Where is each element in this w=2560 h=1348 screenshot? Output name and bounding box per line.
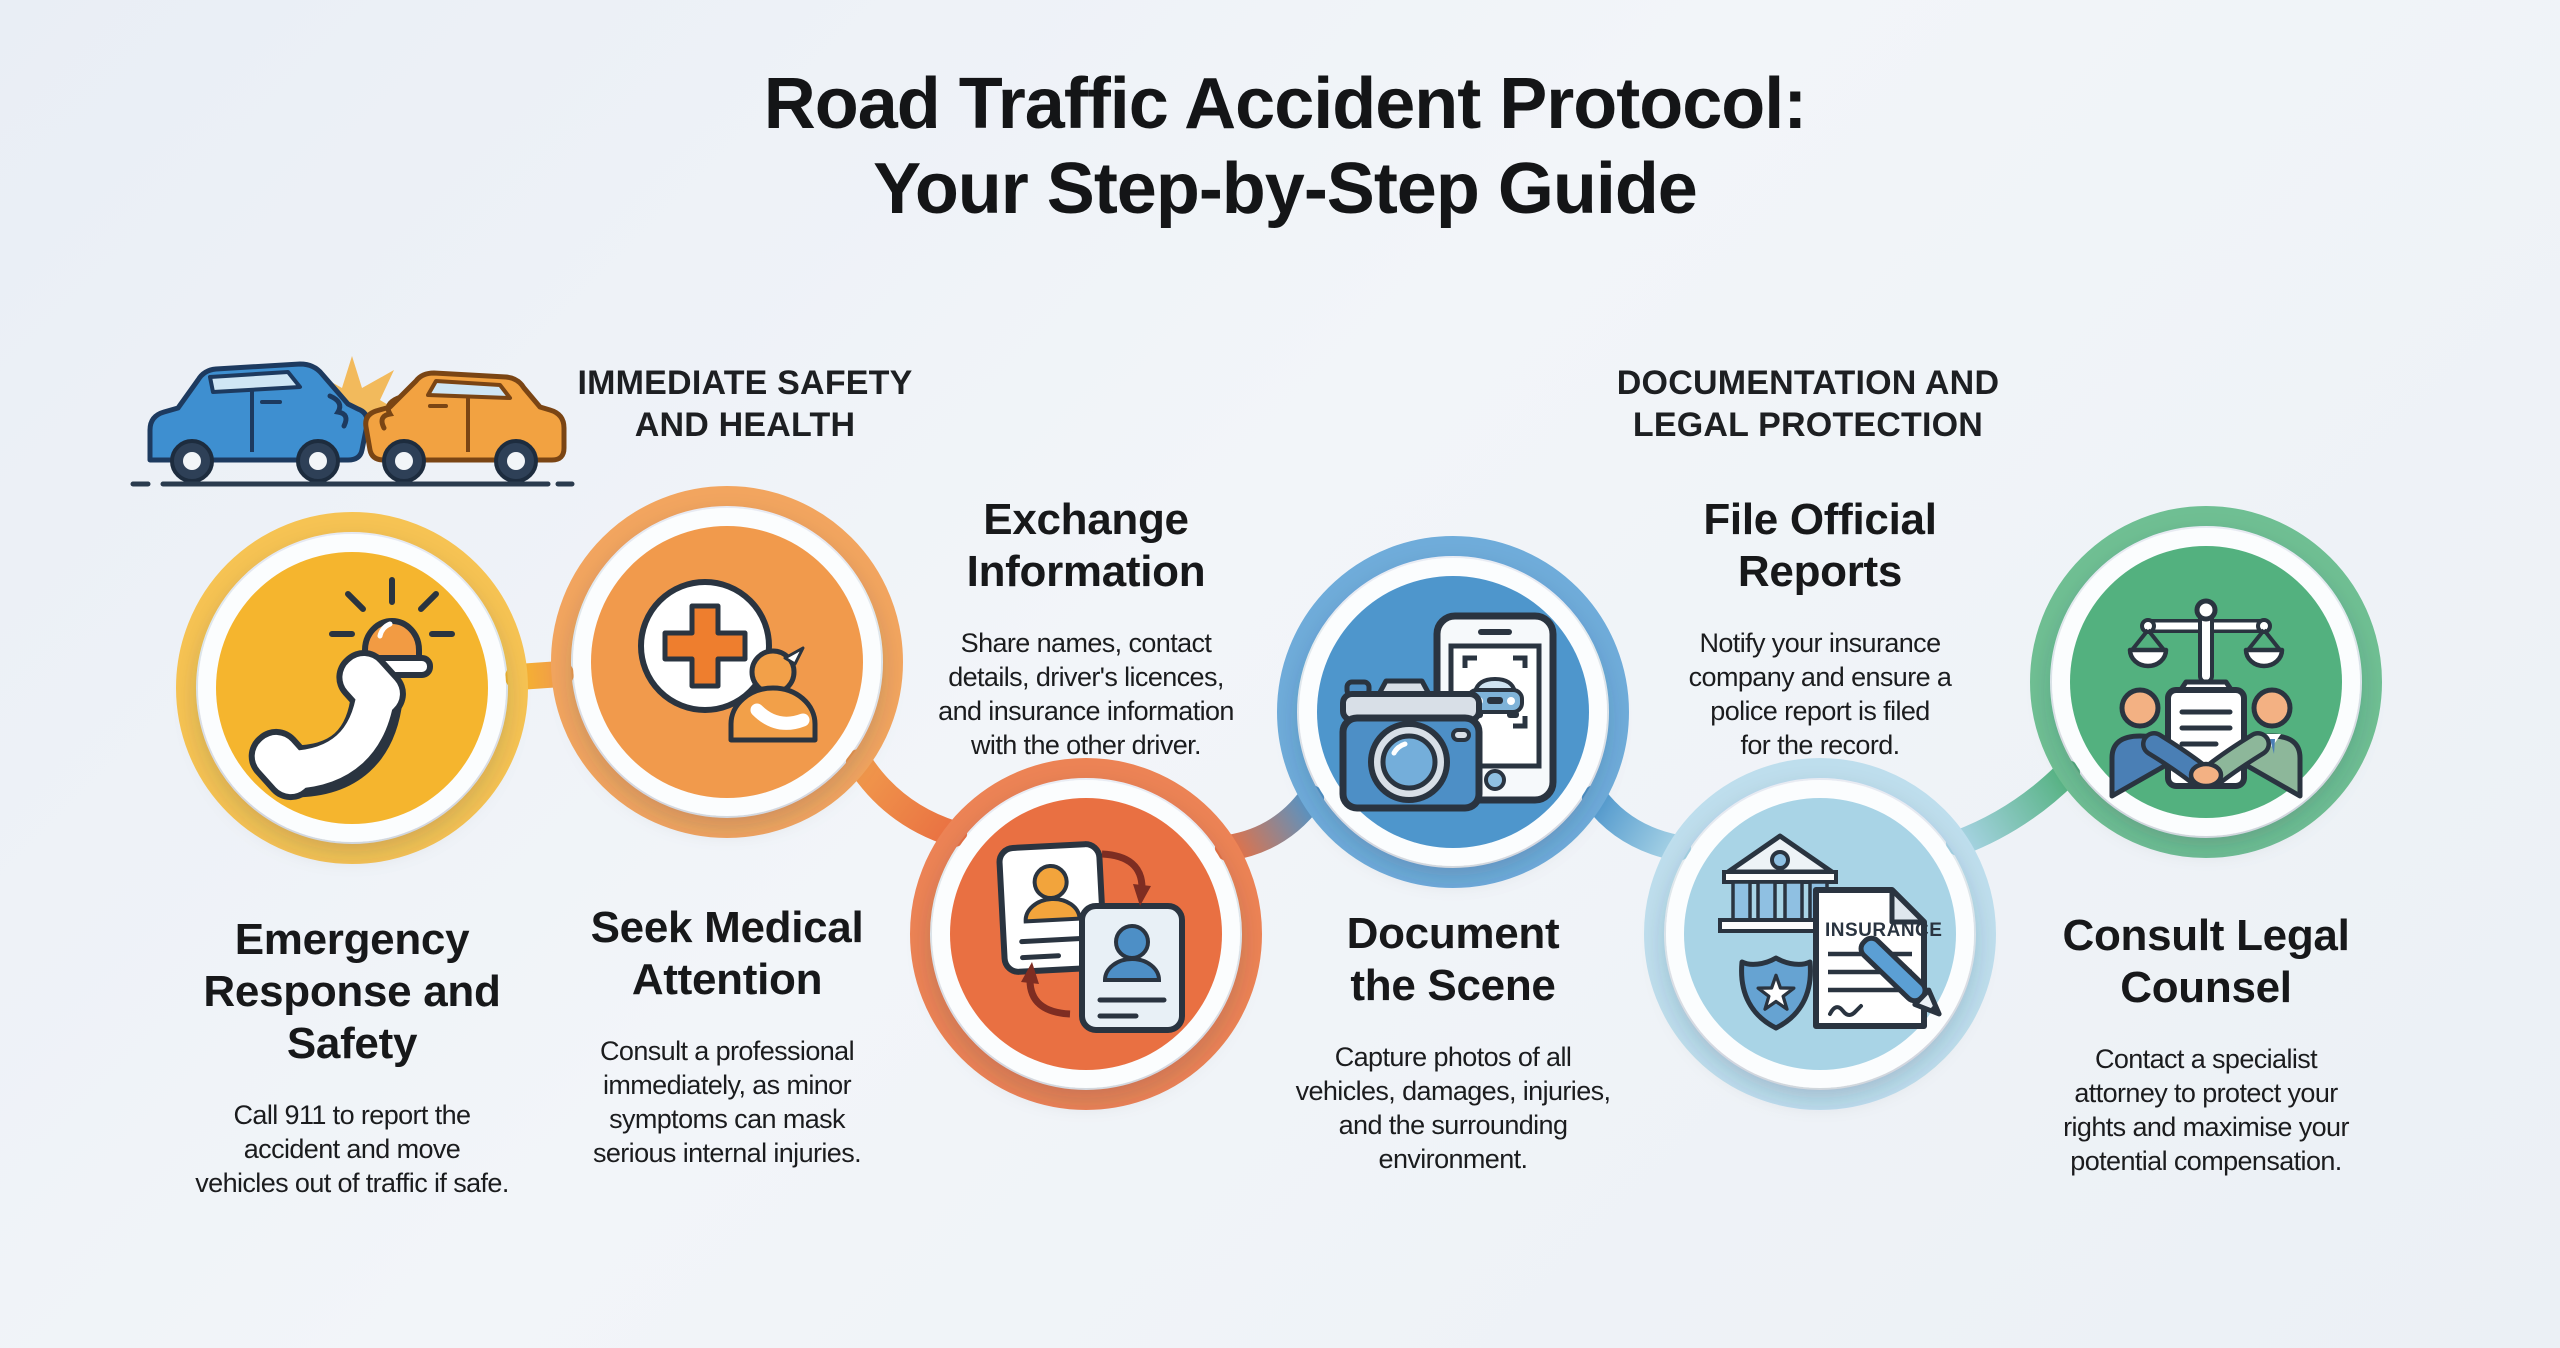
blue-car-icon [147, 361, 370, 483]
section-header-documentation-legal: DOCUMENTATION AND LEGAL PROTECTION [1616, 364, 2000, 445]
step-text-reports: File Official Reports Notify your insura… [1585, 476, 2055, 780]
id-cards-exchange-icon [996, 841, 1185, 1033]
step-circle-emergency [176, 512, 528, 864]
insurance-label: INSURANCE [1825, 920, 1942, 941]
step-text-emergency: Emergency Response and Safety Call 911 t… [117, 896, 587, 1218]
car-crash-illustration [130, 356, 575, 487]
step-title: Emergency Response and Safety [203, 915, 501, 1068]
step-title: File Official Reports [1703, 495, 1937, 596]
step-desc: Notify your insurance company and ensure… [1688, 627, 1952, 760]
step-desc: Contact a specialist attorney to protect… [2063, 1043, 2349, 1176]
step-title: Document the Scene [1346, 909, 1560, 1010]
step-text-legal: Consult Legal Counsel Contact a speciali… [1971, 892, 2441, 1196]
step-circle-exchange [910, 758, 1262, 1110]
orange-car-icon [363, 370, 567, 483]
step-text-document: Document the Scene Capture photos of all… [1218, 890, 1688, 1194]
scales-handshake-icon [2109, 598, 2303, 799]
step-title: Seek Medical Attention [590, 903, 864, 1004]
bank-badge-document-icon: INSURANCE [1718, 833, 1942, 1031]
step-desc: Share names, contact details, driver's l… [938, 627, 1234, 760]
step-desc: Capture photos of all vehicles, damages,… [1295, 1041, 1611, 1174]
step-desc: Call 911 to report the accident and move… [195, 1099, 509, 1198]
step-desc: Consult a professional immediately, as m… [592, 1035, 862, 1168]
section-header-immediate-safety: IMMEDIATE SAFETY AND HEALTH [577, 364, 913, 445]
medical-cross-sling-icon [638, 579, 818, 743]
step-circle-legal [2030, 506, 2382, 858]
step-circle-medical [551, 486, 903, 838]
step-title: Consult Legal Counsel [2062, 911, 2350, 1012]
camera-phone-icon [1339, 612, 1557, 812]
step-text-exchange: Exchange Information Share names, contac… [851, 476, 1321, 780]
step-title: Exchange Information [966, 495, 1206, 596]
step-circle-reports: INSURANCE [1644, 758, 1996, 1110]
page-title: Road Traffic Accident Protocol: Your Ste… [763, 64, 1807, 229]
step-text-medical: Seek Medical Attention Consult a profess… [492, 884, 962, 1188]
phone-siren-icon [248, 577, 455, 801]
step-circle-document [1277, 536, 1629, 888]
